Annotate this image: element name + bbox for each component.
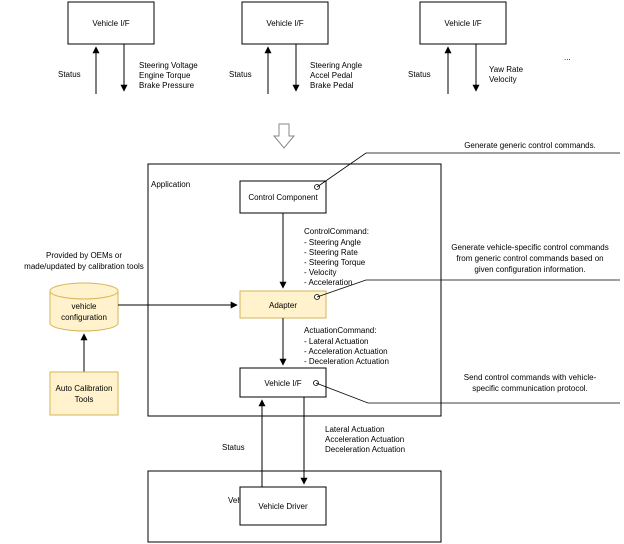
top-status-label-1: Status (58, 70, 81, 79)
bottom-actuation-2: Deceleration Actuation (325, 445, 405, 454)
application-label: Application (151, 180, 190, 189)
top-vehicle-if-label-1: Vehicle I/F (92, 19, 129, 28)
adapter-box (239, 290, 327, 319)
control-command-4: - Velocity (304, 268, 336, 277)
top-signal-3-1: Velocity (489, 75, 517, 84)
auto-calibration-line-0: Auto Calibration (56, 384, 113, 393)
top-status-label-2: Status (229, 70, 252, 79)
top-vehicle-if-box-1 (67, 1, 155, 45)
adapter-note-connector (316, 279, 620, 298)
note-adapter-line-0: Generate vehicle-specific control comman… (451, 243, 608, 252)
vehicle-if-note-connector (315, 382, 620, 404)
control-command-1: - Steering Angle (304, 238, 361, 247)
app-vehicle-if-label: Vehicle I/F (264, 379, 301, 388)
auto-calibration-box (49, 371, 119, 416)
provided-by-line-0: Provided by OEMs or (46, 251, 122, 260)
note-vehicle-if-line-0: Send control commands with vehicle- (464, 373, 597, 382)
adapter-label: Adapter (269, 301, 297, 310)
top-signal-1-1: Engine Torque (139, 71, 191, 80)
vehicle-config-cylinder-body (49, 291, 119, 332)
top-vehicle-if-box-2 (241, 1, 329, 45)
control-command-0: ControlCommand: (304, 227, 369, 236)
actuation-command-3: - Deceleration Actuation (304, 357, 389, 366)
top-signal-2-0: Steering Angle (310, 61, 363, 70)
control-note-connector (316, 152, 620, 188)
control-command-2: - Steering Rate (304, 248, 358, 257)
transition-down-arrow-icon (272, 123, 296, 149)
control-command-3: - Steering Torque (304, 258, 366, 267)
top-signal-1-2: Brake Pressure (139, 81, 195, 90)
note-vehicle-if-line-1: specific communication protocol. (472, 384, 588, 393)
top-signal-3-0: Yaw Rate (489, 65, 524, 74)
vehicle-driver-box (239, 486, 327, 526)
top-vehicle-if-label-2: Vehicle I/F (266, 19, 303, 28)
app-vehicle-if-box (239, 367, 327, 398)
note-adapter-line-1: from generic control commands based on (456, 254, 603, 263)
control-component-label: Control Component (248, 193, 318, 202)
actuation-command-0: ActuationCommand: (304, 326, 376, 335)
provided-by-line-1: made/updated by calibration tools (24, 262, 144, 271)
auto-calibration-line-1: Tools (75, 395, 94, 404)
bottom-actuation-1: Acceleration Actuation (325, 435, 404, 444)
top-ellipsis: ... (564, 53, 571, 62)
vehicle-config-line-1: configuration (61, 313, 107, 322)
top-status-label-3: Status (408, 70, 431, 79)
vehicle-container-label: Vehi (228, 496, 244, 505)
top-signal-1-0: Steering Voltage (139, 61, 198, 70)
vehicle-driver-label: Vehicle Driver (258, 502, 308, 511)
note-control-line-0: Generate generic control commands. (464, 141, 596, 150)
bottom-actuation-0: Lateral Actuation (325, 425, 385, 434)
note-adapter-line-2: given configuration information. (474, 265, 585, 274)
top-signal-2-1: Accel Pedal (310, 71, 352, 80)
control-component-box (239, 180, 327, 214)
top-signal-2-2: Brake Pedal (310, 81, 354, 90)
bottom-status-label: Status (222, 443, 245, 452)
actuation-command-1: - Lateral Actuation (304, 337, 368, 346)
actuation-command-2: - Acceleration Actuation (304, 347, 388, 356)
vehicle-config-cylinder-top (49, 282, 119, 300)
control-command-5: - Acceleration (304, 278, 352, 287)
vehicle-config-line-0: vehicle (72, 302, 97, 311)
top-vehicle-if-box-3 (419, 1, 507, 45)
top-vehicle-if-label-3: Vehicle I/F (444, 19, 481, 28)
